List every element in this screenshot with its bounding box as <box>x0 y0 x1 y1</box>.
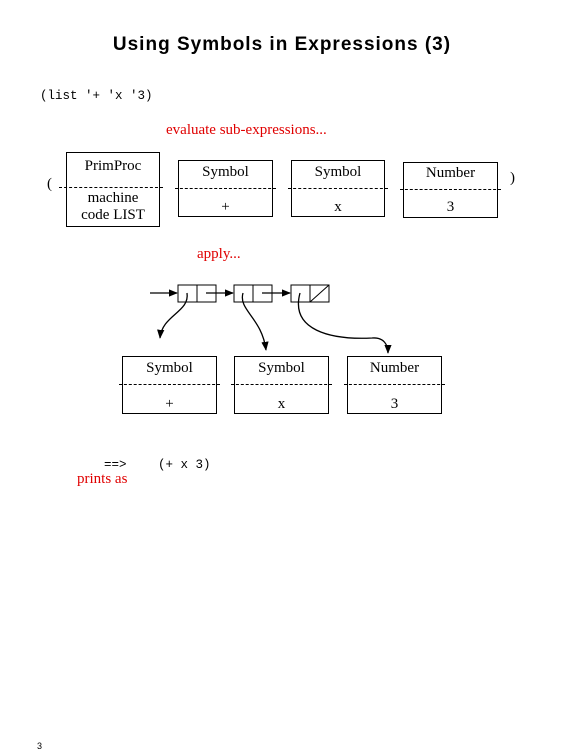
box-divider <box>59 187 163 188</box>
list-box-symbol-plus: Symbol + <box>119 356 220 414</box>
box-divider <box>344 384 445 385</box>
box-type: Number <box>369 360 420 376</box>
primproc-box: PrimProc machine code LIST <box>59 152 163 227</box>
prints-result: (+ x 3) <box>158 458 211 472</box>
primproc-code-line1: machine <box>87 190 139 206</box>
box-value: 3 <box>446 199 455 215</box>
car-arrow-1 <box>157 292 188 339</box>
box-type: Number <box>425 165 476 181</box>
prints-as-label: prints as <box>77 471 128 487</box>
eval-box-symbol-x: Symbol x <box>288 160 388 217</box>
list-box-symbol-x: Symbol x <box>231 356 332 414</box>
prints-arrow: ==> <box>104 458 127 472</box>
box-divider <box>119 384 220 385</box>
box-value: 3 <box>390 396 399 412</box>
box-value: + <box>165 396 174 412</box>
box-type: Symbol <box>258 360 305 376</box>
primproc-type: PrimProc <box>84 158 142 174</box>
page-title: Using Symbols in Expressions (3) <box>112 34 452 55</box>
open-paren: ( <box>47 176 52 192</box>
car-arrow-3 <box>297 292 392 354</box>
box-value: x <box>277 396 286 412</box>
box-divider <box>175 188 276 189</box>
box-divider <box>400 189 501 190</box>
box-value: x <box>334 199 342 215</box>
primproc-code-line2: code LIST <box>81 207 145 223</box>
step-apply-label: apply... <box>197 246 241 262</box>
page-number: 3 <box>37 741 43 751</box>
step-evaluate-label: evaluate sub-expressions... <box>166 122 327 138</box>
box-type: Symbol <box>314 164 362 180</box>
nil-slash <box>309 284 330 303</box>
list-box-number-3: Number 3 <box>344 356 445 414</box>
box-value: + <box>221 199 230 215</box>
code-expression: (list '+ 'x '3) <box>40 89 153 103</box>
box-type: Symbol <box>202 164 249 180</box>
car-arrow-2 <box>241 292 269 351</box>
box-divider <box>231 384 332 385</box>
eval-box-symbol-plus: Symbol + <box>175 160 276 217</box>
close-paren: ) <box>510 170 515 186</box>
eval-box-number-3: Number 3 <box>400 162 501 218</box>
box-divider <box>288 188 388 189</box>
box-type: Symbol <box>146 360 193 376</box>
